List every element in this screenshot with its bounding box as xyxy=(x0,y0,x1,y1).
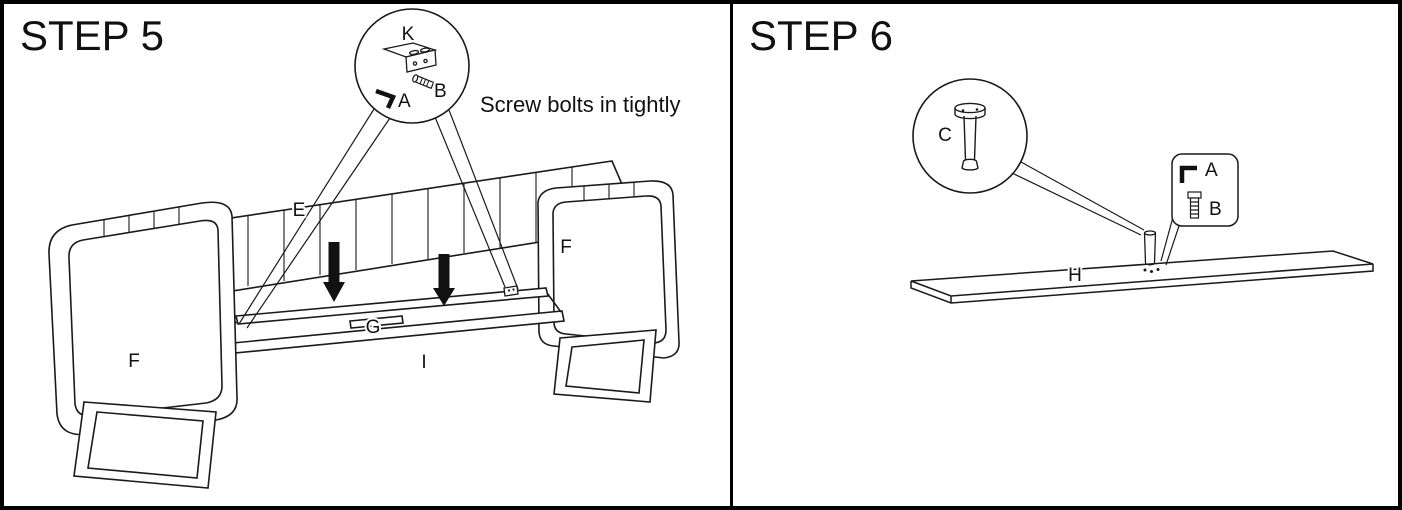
callout-pointer-lines xyxy=(238,108,519,329)
allen-key-icon xyxy=(1179,165,1197,183)
right-armrest-outline xyxy=(537,180,680,359)
step6-drawing: STEP 6 C H A B xyxy=(749,12,1374,304)
left-armrest-channel-lines xyxy=(103,207,180,237)
box-pointer-lines xyxy=(1160,216,1180,266)
callout-box-outline xyxy=(1171,153,1239,227)
right-leg-inner xyxy=(565,339,645,394)
screw-bolts-note: Screw bolts in tightly xyxy=(480,92,681,117)
allen-key-icon xyxy=(375,88,397,109)
label-front-rail-i: I xyxy=(421,352,426,373)
hardware-callout-box xyxy=(1171,153,1239,227)
leg-post-top xyxy=(1143,230,1157,236)
label-leg-c: C xyxy=(938,125,952,146)
label-backrest-e: E xyxy=(293,200,306,221)
right-armrest xyxy=(537,180,680,359)
step6-title: STEP 6 xyxy=(749,12,893,59)
leg-bolt xyxy=(1150,270,1153,273)
leg-post-bottom xyxy=(1144,262,1156,266)
hardware-magnifier-circle xyxy=(354,8,470,124)
bolt-icon xyxy=(412,74,435,90)
cross-rail xyxy=(349,315,404,329)
down-arrow-icon xyxy=(433,254,455,306)
circle-pointer-lines xyxy=(1011,161,1145,236)
label-right-armrest-f: F xyxy=(560,237,572,258)
right-armrest-channel-lines xyxy=(583,182,635,201)
label-allen-key-a: A xyxy=(398,91,411,112)
corner-bracket-icon xyxy=(381,42,438,73)
leg-on-panel xyxy=(1143,230,1160,273)
leg-magnifier-circle xyxy=(912,78,1028,194)
step5-drawing: STEP 5 Screw bolts in tightly K A B E F … xyxy=(20,8,681,489)
step6-panel: STEP 6 C H A B xyxy=(730,4,1398,506)
bolt-icon xyxy=(1187,191,1202,219)
magnifier-circle-outline xyxy=(912,78,1028,194)
step5-title: STEP 5 xyxy=(20,12,164,59)
panel-board xyxy=(910,250,1374,304)
step5-panel: STEP 5 Screw bolts in tightly K A B E F … xyxy=(4,4,730,506)
leg-icon xyxy=(954,102,986,171)
leg-post-sides xyxy=(1143,232,1157,264)
leg-bolt xyxy=(1143,268,1147,272)
label-cross-rail-g: G xyxy=(366,317,381,338)
label-bolt-b: B xyxy=(1209,199,1222,220)
left-armrest xyxy=(48,201,238,436)
label-bracket-k: K xyxy=(402,24,415,45)
left-leg-inner xyxy=(87,411,204,479)
mounting-bracket xyxy=(503,285,519,297)
label-panel-h: H xyxy=(1068,265,1082,286)
left-armrest-outline xyxy=(48,201,238,436)
down-arrow-icon xyxy=(323,242,345,302)
right-armrest-inner-line xyxy=(552,195,667,344)
bracket-hole xyxy=(512,288,515,291)
leg-bolt xyxy=(1156,268,1160,271)
label-bolt-b: B xyxy=(434,81,447,102)
left-metal-leg-frame xyxy=(73,401,217,489)
label-allen-key-a: A xyxy=(1205,160,1218,181)
label-left-armrest-f: F xyxy=(128,351,140,372)
right-metal-leg-frame xyxy=(553,329,657,403)
panel-thickness-edges xyxy=(910,264,1374,304)
bracket-hole xyxy=(507,289,511,292)
